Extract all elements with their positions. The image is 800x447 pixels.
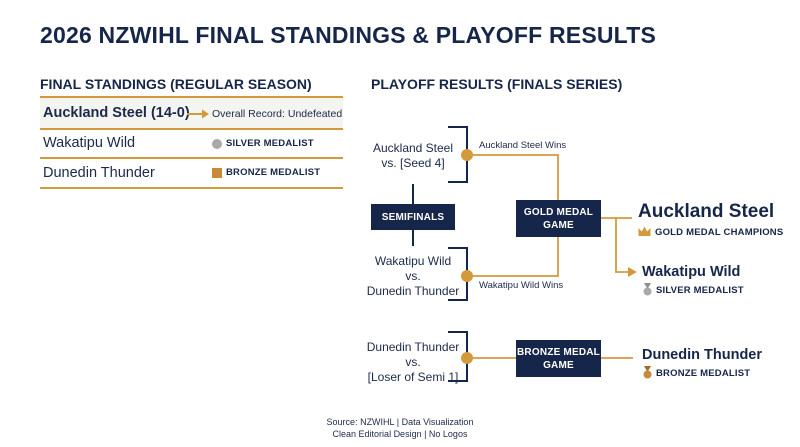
standings-team-2: Wakatipu Wild <box>43 135 136 151</box>
semi2-team: Wakatipu Wild <box>374 254 452 268</box>
bronze-label: BRONZE MEDALIST <box>656 368 751 379</box>
standings-note-3: BRONZE MEDALIST <box>226 167 321 178</box>
bronze-medal-icon <box>643 366 652 379</box>
standings-note-1: Overall Record: Undefeated <box>212 108 343 120</box>
silver-label: SILVER MEDALIST <box>656 285 744 296</box>
standings-heading: FINAL STANDINGS (REGULAR SEASON) <box>40 76 312 92</box>
silver-dot-icon <box>212 139 222 149</box>
footer-source: Source: NZWIHL | Data Visualization <box>326 417 474 427</box>
row-divider <box>40 187 343 189</box>
semi2-opponent: Dunedin Thunder <box>366 284 460 298</box>
bronze-matchup: Dunedin Thunder vs. [Loser of Semi 1] <box>360 340 466 385</box>
silver-name: Wakatipu Wild <box>642 264 741 280</box>
bronze-square-icon <box>212 168 222 178</box>
bronze-matchup-vs: vs. <box>405 355 421 369</box>
footer-note: Clean Editorial Design | No Logos <box>332 429 468 439</box>
silver-medal-icon <box>643 283 652 296</box>
row-divider <box>40 128 343 130</box>
bronze-game-line2: GAME <box>543 359 574 371</box>
semi2-winner-label: Wakatipu Wild Wins <box>479 280 564 291</box>
gold-game-line1: GOLD MEDAL <box>523 206 594 218</box>
bronze-game-line1: BRONZE MEDAL <box>517 346 600 358</box>
standings-note-2: SILVER MEDALIST <box>226 138 314 149</box>
row-divider <box>40 157 343 159</box>
semi2-vs: vs. <box>405 269 421 283</box>
bronze-matchup-team: Dunedin Thunder <box>366 340 460 354</box>
standings-top-rule <box>40 96 343 98</box>
champion-label: GOLD MEDAL CHAMPIONS <box>655 227 784 238</box>
standings-team-1: Auckland Steel (14-0) <box>43 105 190 121</box>
page-title: 2026 NZWIHL FINAL STANDINGS & PLAYOFF RE… <box>40 22 657 48</box>
gold-medal-game-box: GOLD MEDAL GAME <box>516 200 601 237</box>
crown-icon <box>638 226 651 236</box>
semi2-matchup: Wakatipu Wild vs. Dunedin Thunder <box>360 254 466 299</box>
gold-game-line2: GAME <box>543 219 574 231</box>
semi1-matchup: Auckland Steel vs. [Seed 4] <box>360 141 466 171</box>
champion-name: Auckland Steel <box>638 201 775 222</box>
semi1-winner-label: Auckland Steel Wins <box>479 140 567 151</box>
playoffs-heading: PLAYOFF RESULTS (FINALS SERIES) <box>371 76 623 92</box>
bronze-medal-game-box: BRONZE MEDAL GAME <box>516 340 601 377</box>
semi1-opponent: vs. [Seed 4] <box>381 156 445 170</box>
bronze-name: Dunedin Thunder <box>642 347 763 363</box>
semi1-team: Auckland Steel <box>372 141 454 155</box>
standings-team-3: Dunedin Thunder <box>43 165 155 181</box>
bronze-matchup-opponent: [Loser of Semi 1] <box>367 370 459 384</box>
semifinals-box: SEMIFINALS <box>371 204 455 230</box>
footer: Source: NZWIHL | Data Visualization Clea… <box>300 416 500 440</box>
arrow-right-icon <box>187 109 209 119</box>
